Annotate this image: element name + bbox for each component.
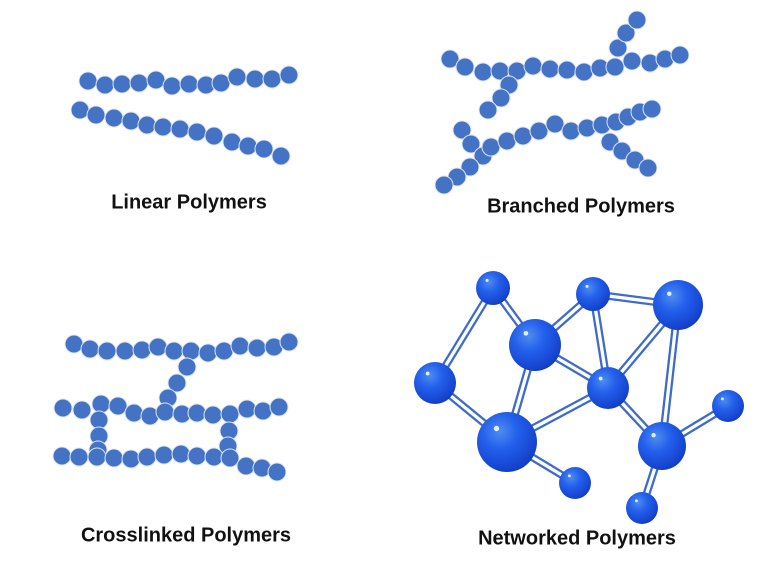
linear-polymers-label: Linear Polymers [111, 191, 267, 214]
network-spheres [414, 271, 744, 524]
linear-chain-2 [70, 100, 291, 166]
branched-molecule-2-down-arm [600, 132, 658, 178]
crosslinked-polymers-label: Crosslinked Polymers [80, 524, 292, 547]
networked-polymers-label: Networked Polymers [478, 527, 676, 550]
crosslinked-bottom-chain [52, 444, 287, 482]
crosslinked-top-chain [64, 332, 299, 363]
crosslinked-middle-chain [53, 394, 289, 426]
branched-molecule-1-down-branch [478, 75, 519, 120]
branched-molecule-2-left-arm [434, 157, 480, 195]
branched-molecule-1-up-branch [608, 10, 647, 58]
branched-molecule-2-backbone [481, 112, 626, 157]
branched-molecule-2-head [452, 120, 493, 166]
branched-molecule-1-backbone [440, 45, 690, 82]
crosslinked-crosslink-top-middle [158, 357, 197, 408]
branched-molecule-2-up-arm [618, 99, 662, 127]
branched-polymers-label: Branched Polymers [487, 195, 675, 218]
linear-chain-1 [78, 65, 299, 96]
